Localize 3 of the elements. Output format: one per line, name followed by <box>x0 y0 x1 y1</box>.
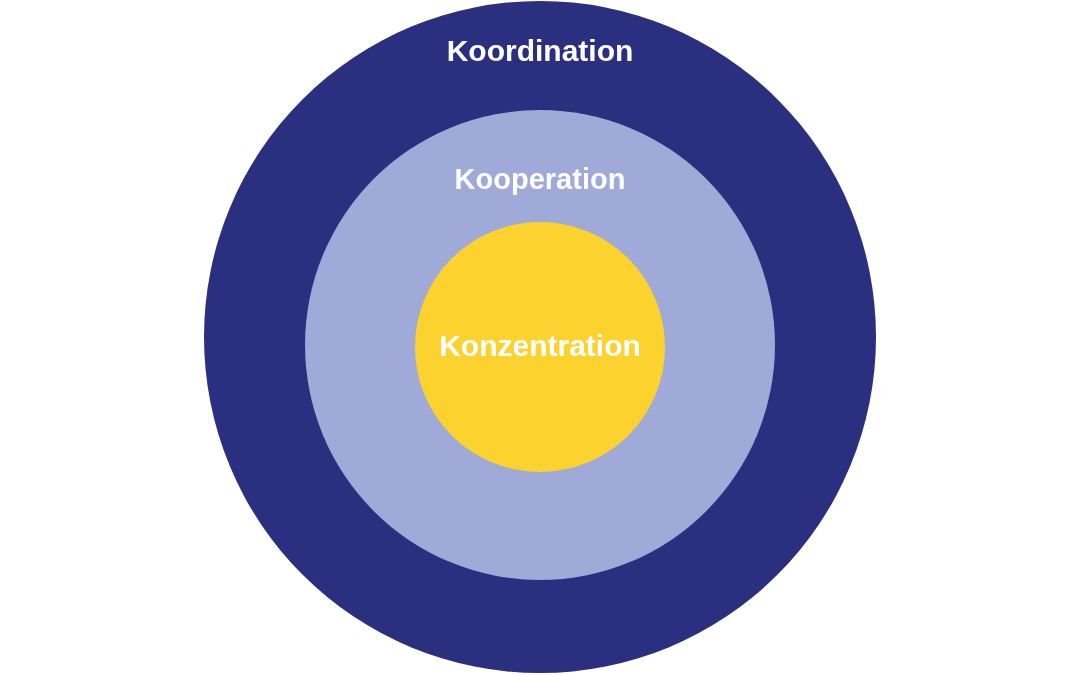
ring-title: Kooperation <box>454 163 626 197</box>
core-title: Konzentration <box>439 329 641 364</box>
ring-title: Koordination <box>446 34 634 69</box>
